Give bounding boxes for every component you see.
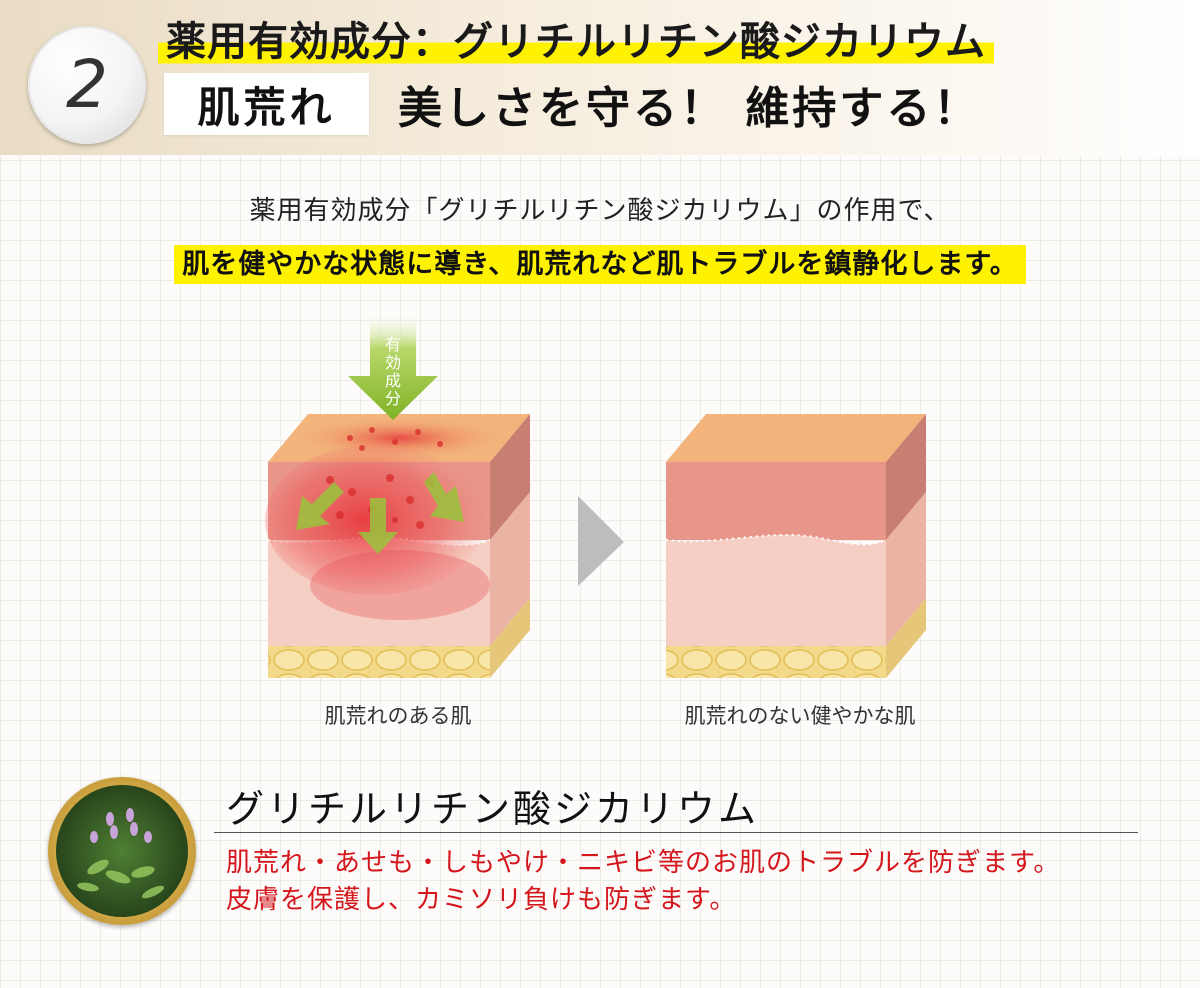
spread-arrow-left xyxy=(296,482,344,530)
arrow-label-3: 成 xyxy=(385,371,401,390)
intro-line-1: 薬用有効成分「グリチルリチン酸ジカリウム」の作用で、 xyxy=(249,196,951,226)
before-caption: 肌荒れのある肌 xyxy=(324,704,472,728)
ingredient-name: グリチルリチン酸ジカリウム xyxy=(226,787,760,831)
header-tag: 肌荒れ xyxy=(164,73,369,135)
header-ingredient-text: 薬用有効成分：グリチルリチン酸ジカリウム xyxy=(158,9,994,67)
after-skin-cube xyxy=(665,414,926,678)
spread-arrow-down xyxy=(358,498,398,554)
header-band: 2 薬用有効成分：グリチルリチン酸ジカリウム 肌荒れ 美しさを守る！ 維持する！ xyxy=(0,0,1200,155)
intro-line-2: 肌を健やかな状態に導き、肌荒れなど肌トラブルを鎮静化します。 xyxy=(174,245,1026,284)
transition-arrow-icon xyxy=(578,496,624,586)
before-skin-cube xyxy=(265,414,530,678)
after-fat-layer xyxy=(666,646,886,678)
ingredient-description: 肌荒れ・あせも・しもやけ・ニキビ等のお肌のトラブルを防ぎます。 皮膚を保護し、カ… xyxy=(226,845,1060,919)
skin-diagram: 有 効 成 分 xyxy=(265,310,926,678)
arrow-label-4: 分 xyxy=(385,389,401,408)
active-ingredient-arrow: 有 効 成 分 xyxy=(348,310,438,420)
before-fat-layer xyxy=(268,646,490,678)
step-number: 2 xyxy=(66,46,108,123)
arrow-label-1: 有 xyxy=(385,335,401,354)
ingredient-desc-line-2: 皮膚を保護し、カミソリ負けも防ぎます。 xyxy=(226,885,737,915)
after-epidermis xyxy=(666,462,886,540)
spread-arrow-right xyxy=(424,472,464,522)
intro-line-2-wrap: 肌を健やかな状態に導き、肌荒れなど肌トラブルを鎮静化します。 xyxy=(0,242,1200,284)
after-top-face xyxy=(666,414,926,462)
arrow-label-2: 効 xyxy=(385,353,401,372)
header-slogan: 美しさを守る！ 維持する！ xyxy=(398,83,981,134)
ingredient-arrow-shape xyxy=(348,310,438,420)
ingredient-desc-line-1: 肌荒れ・あせも・しもやけ・ニキビ等のお肌のトラブルを防ぎます。 xyxy=(226,848,1061,878)
header-ingredient-line: 薬用有効成分：グリチルリチン酸ジカリウム xyxy=(158,9,994,67)
ingredient-divider xyxy=(214,832,1138,833)
after-dermis xyxy=(666,534,886,646)
after-caption: 肌荒れのない健やかな肌 xyxy=(684,704,916,728)
licorice-plant-image xyxy=(48,777,196,925)
step-number-badge: 2 xyxy=(28,26,146,144)
